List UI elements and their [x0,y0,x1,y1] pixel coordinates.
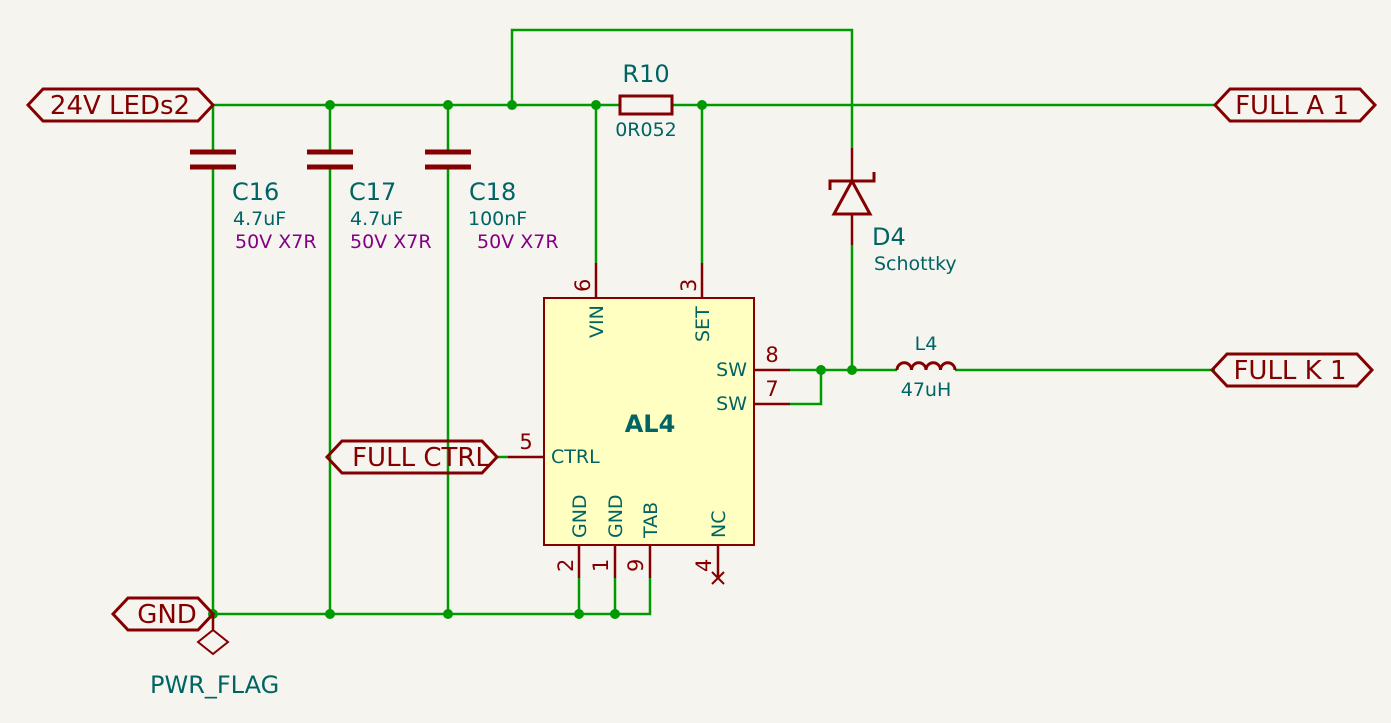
junction [610,609,620,619]
l4-ref: L4 [915,333,938,355]
resistor-r10[interactable]: R10 0R052 [615,60,677,141]
pin-nc-num: 4 [692,559,716,572]
label-full-a[interactable]: FULL A 1 [1212,87,1378,123]
pin-sw8-name: SW [716,359,747,381]
junction [325,609,335,619]
junction [591,100,601,110]
c18-ref: C18 [469,178,516,206]
junction [443,100,453,110]
label-full-ctrl-outline [324,439,500,475]
label-full-k-outline [1209,352,1375,388]
c17-value: 4.7uF [350,208,403,230]
wire-diode-loop [510,28,854,148]
pin-gnd1-num: 1 [589,559,613,572]
pwr-flag-text: PWR_FLAG [150,671,279,699]
label-24v-leds-outline [25,87,216,123]
d4-value: Schottky [874,253,957,275]
label-full-ctrl[interactable]: FULL CTRL [324,439,500,475]
inductor-coil-icon [895,361,957,371]
pin-vin-num: 6 [571,279,595,292]
r10-ref: R10 [622,60,669,88]
pin-ctrl-name: CTRL [551,446,600,468]
pin-gnd1-name: GND [605,494,627,538]
c18-value: 100nF [468,208,527,230]
capacitor-c17[interactable]: C17 4.7uF 50V X7R [307,149,432,253]
no-connect-icon [711,571,725,585]
junction [816,365,826,375]
wires [211,28,1215,616]
pin-set-num: 3 [677,279,701,292]
pin-sw7-name: SW [716,393,747,415]
pin-sw8-num: 8 [765,343,778,367]
c16-value: 4.7uF [233,208,286,230]
pin-tab-name: TAB [640,502,662,539]
junction [574,609,584,619]
pin-tab-num: 9 [624,559,648,572]
pin-vin-name: VIN [586,305,608,338]
d4-ref: D4 [872,223,906,251]
pin-set-name: SET [692,306,714,342]
wire-sw7 [790,370,823,406]
r10-value: 0R052 [615,119,677,141]
pin-nc-name: NC [708,511,730,538]
inductor-l4[interactable]: L4 47uH [895,333,957,401]
c18-rating: 50V X7R [477,231,559,253]
label-gnd[interactable]: GND [110,596,216,632]
pin-gnd2-name: GND [569,494,591,538]
label-full-a-outline [1212,87,1378,123]
diode-d4[interactable]: D4 Schottky [828,148,957,275]
label-full-k-text: FULL K 1 [1233,356,1346,386]
junctions [208,100,857,619]
capacitor-c16[interactable]: C16 4.7uF 50V X7R [190,149,317,253]
junction [443,609,453,619]
pwr-flag[interactable]: PWR_FLAG [150,614,279,699]
resistor-body-icon [618,94,674,116]
junction [507,100,517,110]
ic-ref: AL4 [625,410,676,438]
pwr-flag-diamond-icon [196,628,230,656]
label-24v-leds[interactable]: 24V LEDs2 [25,87,216,123]
label-full-a-text: FULL A 1 [1235,91,1349,121]
label-24v-leds-text: 24V LEDs2 [50,91,190,121]
c16-ref: C16 [232,178,279,206]
pin-sw7-num: 7 [765,377,778,401]
c17-rating: 50V X7R [350,231,432,253]
capacitor-c18[interactable]: C18 100nF 50V X7R [425,149,559,253]
wire-gnd-pin1 [613,578,652,616]
c17-ref: C17 [349,178,396,206]
l4-value: 47uH [901,379,952,401]
diode-triangle-icon [831,177,873,216]
label-full-ctrl-text: FULL CTRL [352,443,490,473]
junction [847,365,857,375]
ic-al4[interactable]: AL4 VIN SET SW SW CTRL GND GND TAB NC 6 … [508,263,790,585]
c16-rating: 50V X7R [235,231,317,253]
junction [325,100,335,110]
label-gnd-text: GND [137,600,197,630]
pin-ctrl-num: 5 [519,430,532,454]
label-full-k[interactable]: FULL K 1 [1209,352,1375,388]
junction [697,100,707,110]
pin-gnd2-num: 2 [554,559,578,572]
